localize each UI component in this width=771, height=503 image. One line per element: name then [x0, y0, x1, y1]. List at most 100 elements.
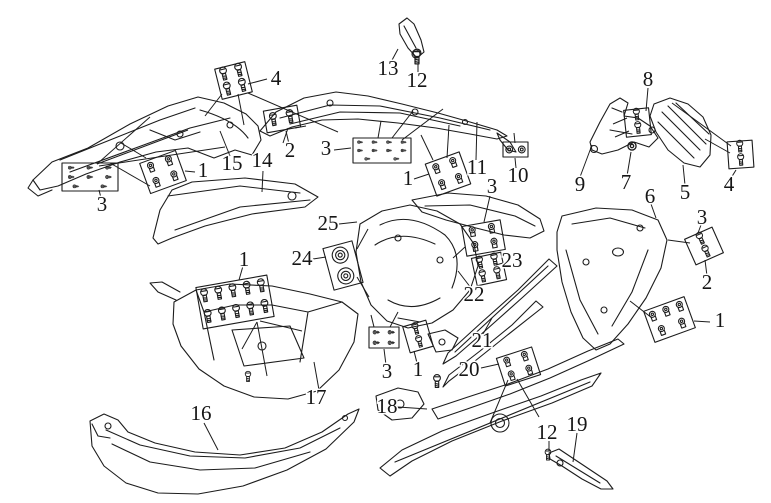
callout-leader — [693, 320, 711, 323]
callout-leader — [238, 265, 244, 281]
screw-icon — [203, 308, 212, 324]
screw-box-2-upper-left — [262, 104, 302, 134]
screw-icon — [490, 252, 498, 266]
callout-1: 1 — [403, 166, 414, 190]
callout-11: 11 — [467, 155, 487, 179]
callout-16: 16 — [191, 401, 212, 425]
callout-leader — [98, 189, 102, 199]
callout-leader — [184, 170, 196, 173]
clip-box-1-left — [139, 149, 187, 195]
clip-icon — [432, 163, 441, 175]
grommet-icon — [331, 246, 349, 264]
callout-leader — [219, 130, 231, 157]
callout-2: 2 — [702, 270, 713, 294]
callout-6: 6 — [645, 184, 656, 208]
screw-box-23 — [470, 251, 508, 287]
callout-1: 1 — [239, 247, 250, 271]
part-25-tail-center-cover — [355, 204, 479, 329]
callout-leader — [495, 262, 504, 266]
grommet-box-24 — [322, 240, 364, 291]
part-16-lower-left-rail — [89, 408, 360, 495]
callout-leader — [645, 87, 649, 112]
clip-icon — [657, 325, 667, 336]
nut-box-10 — [502, 141, 529, 158]
screw-icon — [701, 244, 711, 258]
bolt-icon — [400, 148, 407, 153]
clip-icon — [503, 356, 512, 368]
assembly-line — [446, 124, 450, 159]
part-6-right-side-panel — [556, 207, 668, 351]
grommet-icon — [337, 267, 355, 285]
clip-icon — [468, 226, 477, 238]
clip-icon — [525, 364, 534, 376]
callout-leader — [312, 256, 327, 260]
callout-leader — [480, 363, 500, 369]
screw-box-3-right — [684, 226, 724, 266]
part-19-small-trim — [548, 448, 614, 490]
part-9-bracket — [589, 97, 659, 155]
assembly-line — [377, 120, 382, 139]
callout-15: 15 — [222, 151, 243, 175]
callout-leader — [579, 144, 593, 178]
assembly-line — [120, 142, 147, 159]
assembly-line — [282, 127, 289, 144]
screw-icon — [217, 306, 226, 321]
callout-leader — [413, 350, 418, 364]
clip-icon — [438, 179, 447, 191]
clip-icon — [487, 222, 496, 234]
screw-icon — [475, 255, 484, 269]
callout-leader — [285, 130, 290, 145]
callout-20: 20 — [459, 357, 480, 381]
clip-icon — [520, 350, 529, 362]
nut-7 — [627, 141, 637, 151]
callout-leader — [475, 121, 478, 161]
bolt-icon — [357, 148, 364, 153]
part-13-turn-signal — [398, 17, 425, 59]
callout-7: 7 — [621, 170, 632, 194]
callout-leader — [247, 78, 268, 85]
screw-12-bottom — [544, 448, 552, 461]
bolt-icon — [100, 184, 108, 189]
bolt-icon — [67, 165, 75, 170]
callout-leader — [704, 259, 708, 277]
bolt-box-3-mid — [352, 137, 412, 164]
screw-icon — [219, 66, 228, 81]
screw-icon — [242, 280, 251, 295]
assembly-line — [256, 321, 268, 377]
clip-icon — [678, 317, 687, 329]
bolt-icon — [372, 340, 381, 345]
screw-icon — [268, 112, 277, 127]
clip-icon — [471, 241, 479, 252]
clip-icon — [648, 310, 658, 322]
callout-1: 1 — [198, 158, 209, 182]
clip-icon — [662, 305, 671, 317]
callout-9: 9 — [575, 172, 586, 196]
callout-leader — [514, 157, 517, 169]
clip-icon — [490, 237, 498, 249]
clip-box-3-tail — [461, 219, 506, 257]
screw-icon — [737, 153, 745, 166]
callout-13: 13 — [378, 56, 399, 80]
callout-4: 4 — [724, 172, 735, 196]
bolt-icon — [386, 148, 393, 153]
screw-box-1-bottom — [402, 319, 434, 354]
screw-icon — [411, 322, 420, 335]
hardware-groups — [61, 48, 755, 461]
assembly-line — [516, 378, 540, 418]
callout-21: 21 — [472, 328, 493, 352]
callout-leaders — [98, 48, 737, 463]
assembly-line — [391, 110, 414, 139]
part-22-tail-upper-shell — [411, 192, 545, 239]
screw-icon — [222, 81, 232, 96]
callout-leader — [413, 173, 430, 180]
screw-icon — [415, 335, 423, 348]
callout-8: 8 — [643, 67, 654, 91]
screw-box-1-center — [195, 274, 275, 330]
callout-3: 3 — [382, 359, 393, 383]
clip-icon — [146, 161, 156, 173]
assembly-line — [241, 321, 258, 350]
screw-icon — [736, 139, 744, 153]
assembly-line — [629, 300, 653, 319]
part-21-tail-side-strips — [427, 258, 558, 388]
callout-10: 10 — [508, 163, 529, 187]
